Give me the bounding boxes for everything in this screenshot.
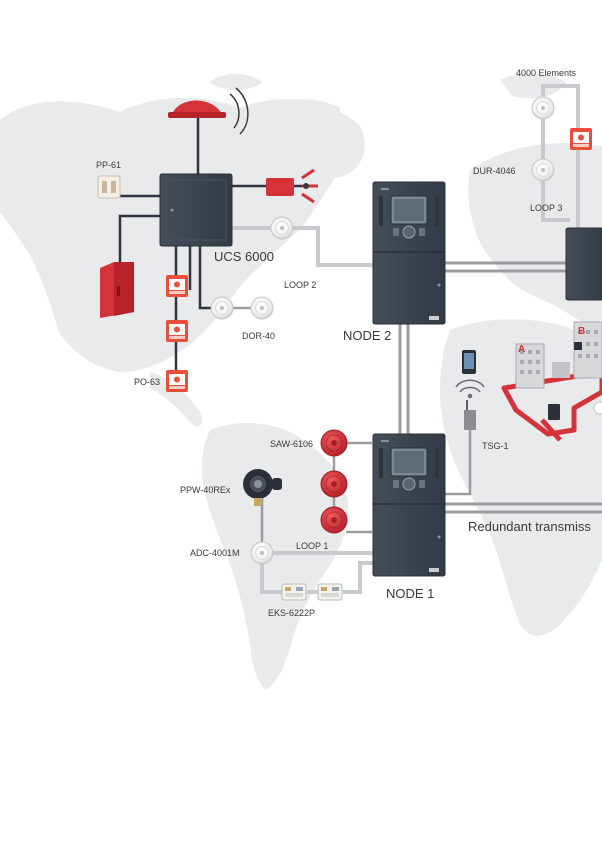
siren-icon [320, 470, 348, 498]
siren-icon [320, 429, 348, 457]
eks6222p-module-icon [317, 583, 343, 601]
fire-brigade-box-icon [100, 262, 134, 318]
fire-door-holder-icon [266, 168, 318, 204]
mobile-phone-icon [462, 350, 476, 374]
po63-label: PO-63 [134, 377, 160, 387]
zone-b-label: B [578, 326, 585, 337]
node1-label: NODE 1 [386, 586, 434, 601]
smoke-detector-icon [210, 296, 234, 320]
redundant-transmission-label: Redundant transmiss [468, 519, 591, 534]
manual-call-point-icon [166, 275, 188, 297]
node1-panel [372, 433, 446, 577]
manual-call-point-icon [166, 370, 188, 392]
building-zones-illustration [501, 321, 602, 442]
adc4001m-label: ADC-4001M [190, 548, 240, 558]
dor40-label: DOR-40 [242, 331, 275, 341]
node2-panel [372, 181, 446, 325]
elements-4000-label: 4000 Elements [516, 68, 577, 78]
ppw40rex-label: PPW-40REx [180, 485, 231, 495]
tsg1-gateway-icon [464, 400, 476, 430]
tsg1-label: TSG-1 [482, 441, 509, 451]
loop3-label: LOOP 3 [530, 203, 562, 213]
zone-a-label: A [518, 344, 525, 355]
loop2-label: LOOP 2 [284, 280, 316, 290]
eks6222p-label: EKS-6222P [268, 608, 315, 618]
smoke-detector-icon [250, 541, 274, 565]
ucs6000-label: UCS 6000 [214, 249, 274, 264]
labels: PP-61 UCS 6000 LOOP 2 DOR-40 PO-63 NODE … [96, 68, 591, 618]
siren-icon [320, 506, 348, 534]
smoke-detector-icon [531, 96, 555, 120]
eks6222p-module-icon [281, 583, 307, 601]
saw6106-label: SAW-6106 [270, 439, 313, 449]
manual-call-point-icon [166, 320, 188, 342]
smoke-detector-icon [270, 216, 294, 240]
pp61-label: PP-61 [96, 160, 121, 170]
ppw40rex-detector-icon [243, 469, 282, 506]
loop1-label: LOOP 1 [296, 541, 328, 551]
ucs6000-unit [159, 173, 233, 247]
cables [118, 84, 602, 594]
smoke-detector-icon [531, 158, 555, 182]
manual-call-point-icon [570, 128, 592, 150]
pp61-device-icon [97, 175, 121, 199]
node3-panel [565, 227, 602, 301]
wifi-signal-icon [455, 379, 485, 399]
beacon-sounder-icon [168, 87, 249, 135]
smoke-detector-icon [250, 296, 274, 320]
dur4046-label: DUR-4046 [473, 166, 516, 176]
node2-label: NODE 2 [343, 328, 391, 343]
